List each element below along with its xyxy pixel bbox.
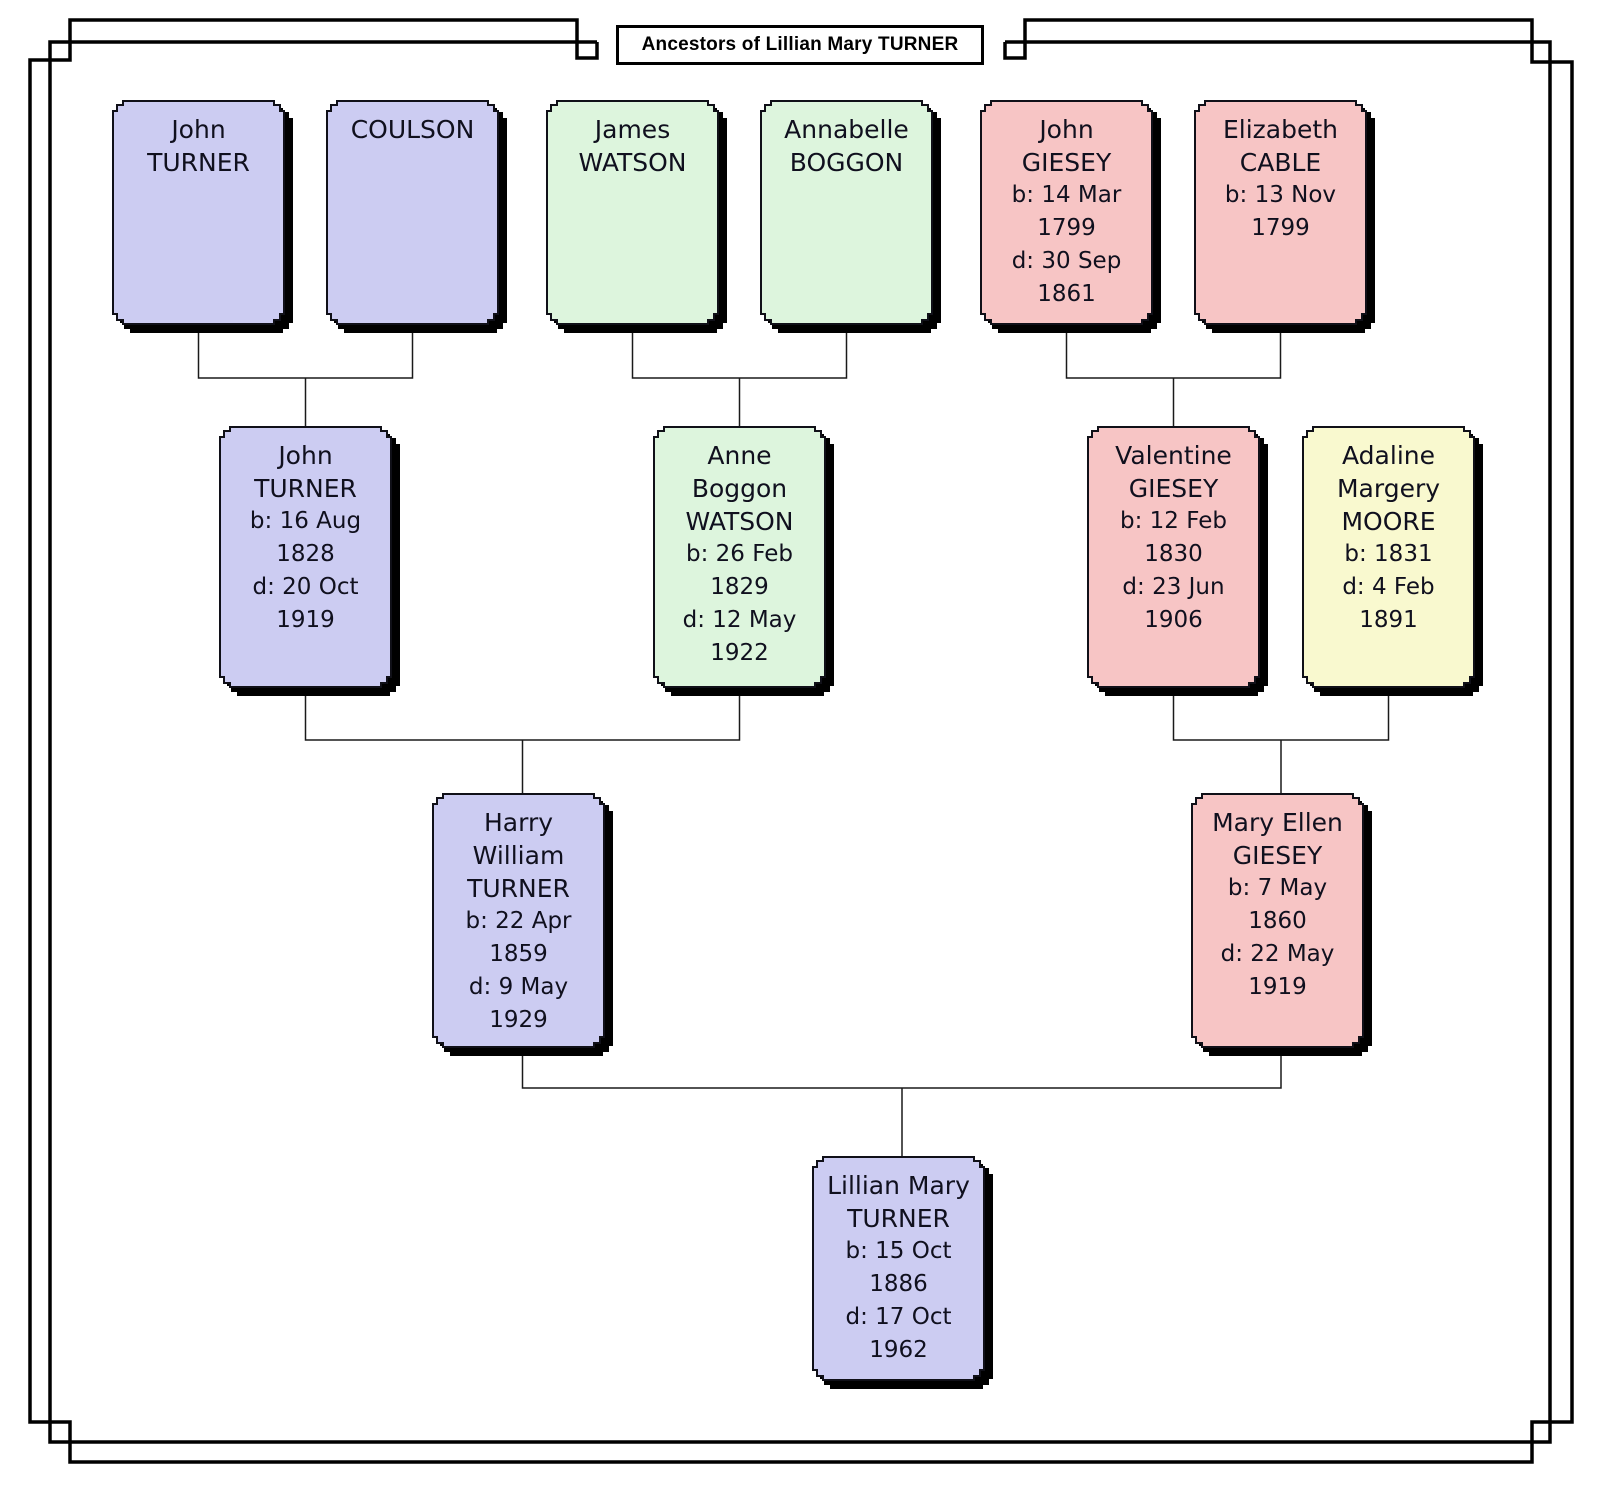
person-death: d: 17 Oct 1962 (845, 1304, 952, 1363)
person-name: Adaline Margery MOORE (1336, 441, 1441, 536)
person-box-lillian-mary-turner[interactable]: Lillian Mary TURNER b: 15 Oct 1886 d: 17… (812, 1156, 993, 1389)
box-content: COULSON (328, 100, 497, 325)
person-box-adaline-margery-moore[interactable]: Adaline Margery MOORE b: 1831 d: 4 Feb 1… (1302, 426, 1483, 696)
connector-giesey-cable (1065, 318, 1282, 426)
person-birth: b: 16 Aug 1828 (249, 508, 362, 567)
box-plate (1191, 793, 1364, 1048)
person-box-anne-boggon-watson[interactable]: Anne Boggon WATSON b: 26 Feb 1829 d: 12 … (653, 426, 834, 696)
connector-turner-watson (304, 685, 741, 793)
person-birth: b: 14 Mar 1799 (1011, 182, 1122, 241)
box-content: John TURNER b: 16 Aug 1828 d: 20 Oct 191… (221, 426, 390, 688)
box-content: Mary Ellen GIESEY b: 7 May 1860 d: 22 Ma… (1193, 793, 1362, 1048)
box-content: Elizabeth CABLE b: 13 Nov 1799 (1196, 100, 1365, 325)
box-plate (980, 100, 1153, 325)
person-birth: b: 26 Feb 1829 (686, 541, 793, 600)
person-birth: b: 7 May 1860 (1227, 875, 1328, 934)
person-name: Harry William TURNER (467, 808, 570, 903)
person-birth: b: 15 Oct 1886 (845, 1238, 952, 1297)
connector-turner-coulson (197, 318, 414, 426)
person-death: d: 12 May 1922 (682, 607, 797, 666)
person-death: d: 22 May 1919 (1220, 941, 1335, 1000)
person-box-coulson[interactable]: COULSON (326, 100, 507, 333)
box-content: Adaline Margery MOORE b: 1831 d: 4 Feb 1… (1304, 426, 1473, 688)
person-name: Elizabeth CABLE (1222, 115, 1339, 177)
person-box-john-giesey[interactable]: John GIESEY b: 14 Mar 1799 d: 30 Sep 186… (980, 100, 1161, 333)
box-plate (432, 793, 605, 1048)
person-name: Valentine GIESEY (1115, 441, 1232, 503)
box-content: Lillian Mary TURNER b: 15 Oct 1886 d: 17… (814, 1156, 983, 1381)
box-plate (1194, 100, 1367, 325)
person-box-john-turner-jr[interactable]: John TURNER b: 16 Aug 1828 d: 20 Oct 191… (219, 426, 400, 696)
box-plate (546, 100, 719, 325)
box-plate (760, 100, 933, 325)
person-death: d: 20 Oct 1919 (252, 574, 359, 633)
person-birth: b: 13 Nov 1799 (1224, 182, 1337, 241)
person-death: d: 4 Feb 1891 (1342, 574, 1435, 633)
box-plate (112, 100, 285, 325)
person-box-mary-ellen-giesey[interactable]: Mary Ellen GIESEY b: 7 May 1860 d: 22 Ma… (1191, 793, 1372, 1056)
person-birth: b: 1831 (1344, 541, 1433, 567)
box-content: Annabelle BOGGON (762, 100, 931, 325)
person-death: d: 9 May 1929 (468, 974, 569, 1033)
person-death: d: 23 Jun 1906 (1122, 574, 1225, 633)
person-box-harry-william-turner[interactable]: Harry William TURNER b: 22 Apr 1859 d: 9… (432, 793, 613, 1056)
person-name: John GIESEY (1021, 115, 1112, 177)
box-plate (1087, 426, 1260, 688)
box-content: Anne Boggon WATSON b: 26 Feb 1829 d: 12 … (655, 426, 824, 688)
box-plate (1302, 426, 1475, 688)
person-box-john-turner-sr[interactable]: John TURNER (112, 100, 293, 333)
box-plate (219, 426, 392, 688)
frame-inner-line (48, 40, 1552, 1444)
box-content: John TURNER (114, 100, 283, 325)
person-name: Lillian Mary TURNER (827, 1171, 970, 1233)
person-name: COULSON (350, 115, 475, 144)
box-content: John GIESEY b: 14 Mar 1799 d: 30 Sep 186… (982, 100, 1151, 325)
person-birth: b: 22 Apr 1859 (465, 908, 572, 967)
person-name: John TURNER (147, 115, 250, 177)
chart-title: Ancestors of Lillian Mary TURNER (616, 25, 984, 65)
person-name: John TURNER (254, 441, 357, 503)
person-name: Annabelle BOGGON (784, 115, 909, 177)
person-birth: b: 12 Feb 1830 (1120, 508, 1227, 567)
box-content: Valentine GIESEY b: 12 Feb 1830 d: 23 Ju… (1089, 426, 1258, 688)
box-plate (812, 1156, 985, 1381)
frame-outer-line (28, 18, 1574, 1464)
box-plate (326, 100, 499, 325)
person-name: Anne Boggon WATSON (685, 441, 794, 536)
person-box-valentine-giesey[interactable]: Valentine GIESEY b: 12 Feb 1830 d: 23 Ju… (1087, 426, 1268, 696)
person-box-james-watson[interactable]: James WATSON (546, 100, 727, 333)
person-name: James WATSON (578, 115, 687, 177)
connector-turner-giesey (521, 1045, 1282, 1156)
connector-watson-boggon (631, 318, 848, 426)
person-box-elizabeth-cable[interactable]: Elizabeth CABLE b: 13 Nov 1799 (1194, 100, 1375, 333)
connector-giesey-moore (1172, 685, 1390, 793)
box-content: James WATSON (548, 100, 717, 325)
box-content: Harry William TURNER b: 22 Apr 1859 d: 9… (434, 793, 603, 1048)
person-name: Mary Ellen GIESEY (1212, 808, 1343, 870)
box-plate (653, 426, 826, 688)
person-death: d: 30 Sep 1861 (1011, 248, 1122, 307)
person-box-annabelle-boggon[interactable]: Annabelle BOGGON (760, 100, 941, 333)
